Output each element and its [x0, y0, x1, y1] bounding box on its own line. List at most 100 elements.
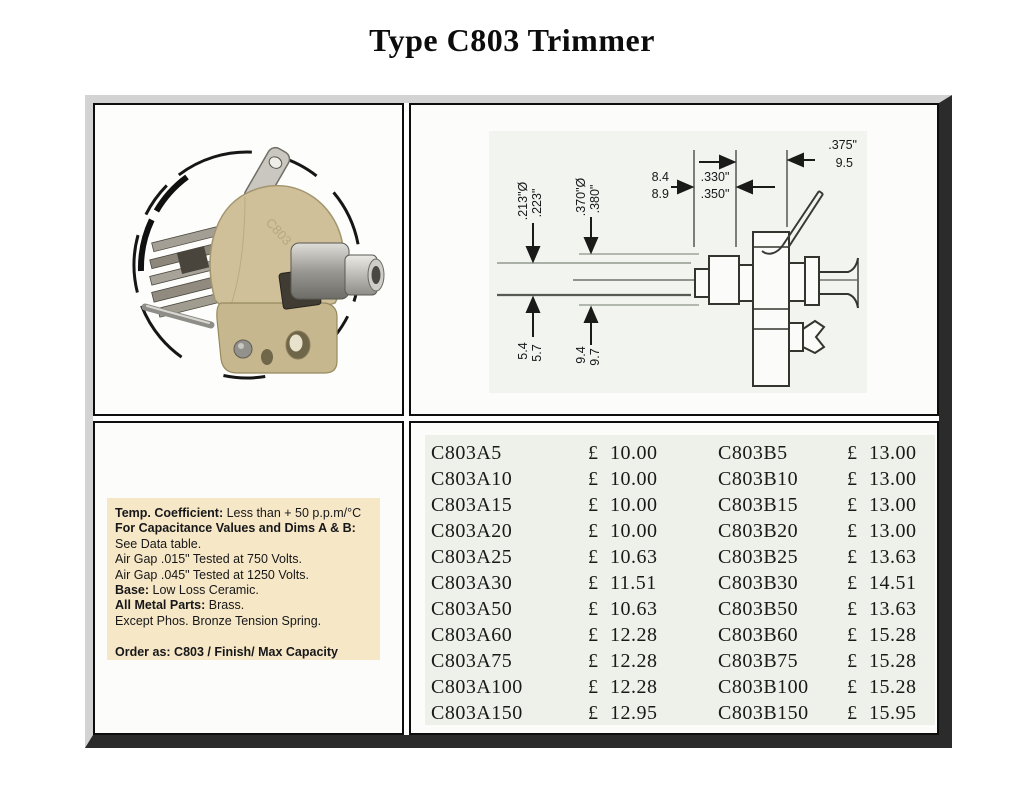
part-number: C803A150 [431, 702, 523, 724]
price: £ 14.51 [847, 572, 917, 594]
part-number: C803A75 [431, 650, 513, 672]
part-number: C803A60 [431, 624, 513, 646]
price: £ 13.00 [847, 494, 917, 516]
spec-line: Except Phos. Bronze Tension Spring. [115, 613, 322, 628]
tension-spring [761, 190, 824, 255]
spec-line: Air Gap .045" Tested at 1250 Volts. [115, 567, 309, 582]
part-number: C803A5 [431, 442, 502, 464]
price: £ 11.51 [588, 572, 657, 594]
spec-line: See Data table. [115, 536, 202, 551]
dim-depth-mm: 9.5 [836, 156, 853, 170]
spec-line: Air Gap .015" Tested at 750 Volts. [115, 552, 302, 567]
dim-width-mm-2: 8.9 [652, 187, 669, 201]
dim-sleeve-dia-2: .380" [588, 185, 602, 214]
spec-line: For Capacitance Values and Dims A & B: [115, 521, 356, 536]
price: £ 15.28 [847, 650, 917, 672]
table-row: C803A15 £ 10.00 C803B15 £ 13.00 [425, 493, 935, 519]
part-number: C803B50 [718, 598, 799, 620]
trimmer-photo: C803 [95, 105, 402, 414]
part-number: C803B150 [718, 702, 809, 724]
table-row: C803A10 £ 10.00 C803B10 £ 13.00 [425, 467, 935, 493]
spec-line: All Metal Parts: Brass. [115, 598, 245, 613]
dim-width-in-2: .350" [701, 187, 730, 201]
dim-sleeve-mm-1: 9.4 [574, 346, 588, 363]
part-number: C803A25 [431, 546, 513, 568]
dim-depth-in: .375" [828, 138, 857, 152]
price: £ 12.95 [588, 702, 658, 724]
price: £ 13.00 [847, 468, 917, 490]
body-section [694, 231, 859, 387]
price: £ 12.28 [588, 624, 658, 646]
price: £ 10.00 [588, 494, 658, 516]
part-number: C803A100 [431, 676, 523, 698]
lower-bracket [216, 302, 338, 374]
table-row: C803A150 £ 12.95 C803B150 £ 15.95 [425, 701, 935, 727]
part-number: C803B15 [718, 494, 799, 516]
spec-line: Base: Low Loss Ceramic. [115, 583, 259, 598]
price: £ 10.63 [588, 598, 658, 620]
price: £ 12.28 [588, 650, 658, 672]
dim-width-in-1: .330" [701, 170, 730, 184]
terminal-pin [141, 303, 215, 329]
dim-shaft-dia-2: .223" [530, 189, 544, 218]
dimension-arrows [525, 152, 815, 345]
price: £ 13.63 [847, 598, 917, 620]
table-row: C803A50 £ 10.63 C803B50 £ 13.63 [425, 597, 935, 623]
dim-shaft-mm-1: 5.4 [516, 342, 530, 359]
part-number: C803A10 [431, 468, 513, 490]
part-number: C803A20 [431, 520, 513, 542]
table-row: C803A60 £ 12.28 C803B60 £ 15.28 [425, 623, 935, 649]
part-number: C803B60 [718, 624, 799, 646]
dimension-drawing: .213"Ø .223" .370"Ø .380" 8.4 8.9 .330" … [489, 131, 867, 393]
table-row: C803A20 £ 10.00 C803B20 £ 13.00 [425, 519, 935, 545]
dim-sleeve-dia-1: .370"Ø [574, 177, 588, 216]
part-number: C803B75 [718, 650, 799, 672]
photo-cell: C803 [93, 103, 404, 416]
drawing-cell: .213"Ø .223" .370"Ø .380" 8.4 8.9 .330" … [409, 103, 939, 416]
part-number: C803A50 [431, 598, 513, 620]
spec-line: Temp. Coefficient: Less than + 50 p.p.m/… [115, 506, 362, 520]
part-number: C803B20 [718, 520, 799, 542]
price: £ 13.63 [847, 546, 917, 568]
spacer-block-left [176, 245, 210, 275]
part-number: C803B10 [718, 468, 799, 490]
specs-cell: Temp. Coefficient: Less than + 50 p.p.m/… [93, 421, 404, 735]
part-number: C803A30 [431, 572, 513, 594]
extension-lines [693, 150, 788, 247]
part-number: C803B25 [718, 546, 799, 568]
price: £ 10.00 [588, 468, 658, 490]
price: £ 13.00 [847, 442, 917, 464]
dim-shaft-mm-2: 5.7 [530, 344, 544, 361]
table-row: C803A25 £ 10.63 C803B25 £ 13.63 [425, 545, 935, 571]
part-number: C803B30 [718, 572, 799, 594]
spec-box: Temp. Coefficient: Less than + 50 p.p.m/… [107, 498, 380, 660]
price: £ 15.28 [847, 676, 917, 698]
page-title: Type C803 Trimmer [369, 22, 655, 58]
spec-line: Order as: C803 / Finish/ Max Capacity [115, 644, 338, 659]
price: £ 10.00 [588, 520, 658, 542]
price: £ 10.63 [588, 546, 658, 568]
part-number: C803B100 [718, 676, 809, 698]
part-number: C803A15 [431, 494, 513, 516]
price: £ 15.95 [847, 702, 917, 724]
table-row: C803A30 £ 11.51 C803B30 £ 14.51 [425, 571, 935, 597]
dim-sleeve-mm-2: 9.7 [588, 348, 602, 365]
price: £ 10.00 [588, 442, 658, 464]
shaft-bushing [290, 242, 385, 300]
spec-line [115, 629, 373, 644]
table-row: C803A75 £ 12.28 C803B75 £ 15.28 [425, 649, 935, 675]
dim-width-mm-1: 8.4 [652, 170, 669, 184]
price: £ 15.28 [847, 624, 917, 646]
dim-shaft-dia-1: .213"Ø [516, 181, 530, 220]
price: £ 12.28 [588, 676, 658, 698]
table-row: C803A100 £ 12.28 C803B100 £ 15.28 [425, 675, 935, 701]
price: £ 13.00 [847, 520, 917, 542]
solder-terminal [788, 319, 826, 355]
dimension-labels: .213"Ø .223" .370"Ø .380" 8.4 8.9 .330" … [516, 138, 857, 366]
content-frame: C803 [85, 95, 952, 748]
